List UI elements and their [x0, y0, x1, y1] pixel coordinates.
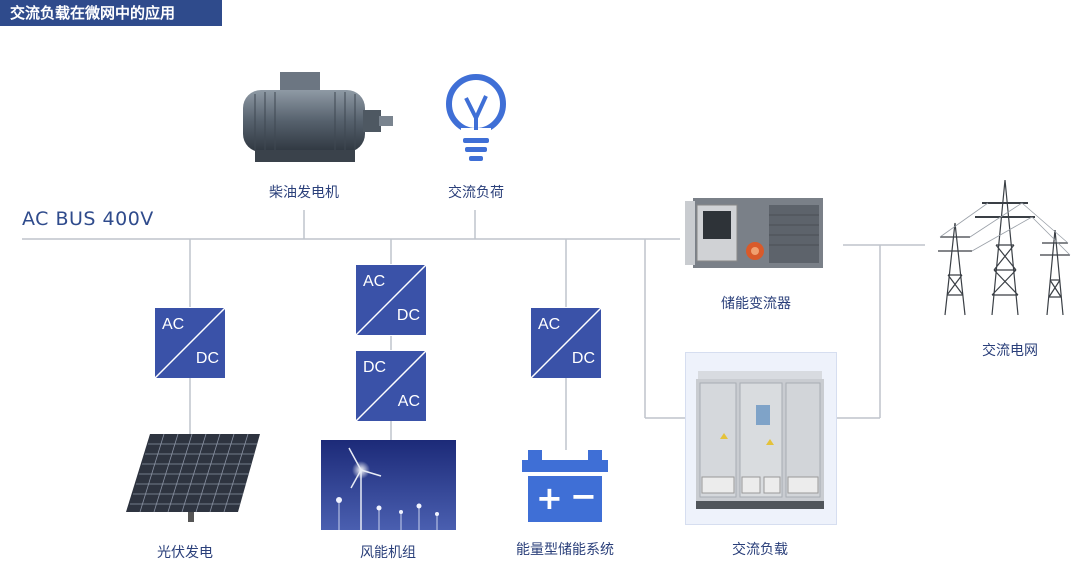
storage-converter-icon — [685, 198, 823, 268]
converter-output-label: DC — [571, 350, 595, 367]
wind-label: 风能机组 — [360, 545, 416, 561]
battery-label: 能量型储能系统 — [516, 542, 614, 558]
page-title: 交流负载在微网中的应用 — [0, 0, 222, 26]
grid-label: 交流电网 — [982, 343, 1038, 359]
ac-load-cabinet-frame — [685, 352, 837, 525]
plus-sign: + — [536, 479, 563, 517]
minus-sign: − — [570, 477, 597, 515]
converter-output-label: AC — [397, 393, 420, 410]
wind-converter-ac-dc: AC DC — [356, 265, 426, 335]
converter-output-label: DC — [195, 350, 219, 367]
ac-bus-label: AC BUS 400V — [22, 208, 154, 230]
battery-icon: + − — [522, 450, 608, 522]
power-grid-icon — [938, 179, 1071, 316]
ac-load-top-label: 交流负荷 — [448, 185, 504, 201]
ac-load-cabinet-label: 交流负载 — [732, 542, 788, 558]
converter-input-label: DC — [363, 359, 387, 376]
wind-converter-dc-ac: DC AC — [356, 351, 426, 421]
converter-input-label: AC — [538, 316, 561, 333]
converter-input-label: AC — [162, 316, 185, 333]
wind-farm-icon — [321, 440, 456, 530]
light-bulb-icon — [446, 74, 506, 161]
ac-load-cabinet-icon — [696, 371, 824, 509]
storage-converter-label: 储能变流器 — [721, 296, 791, 312]
converter-output-label: DC — [396, 307, 420, 324]
battery-converter: AC DC — [531, 308, 601, 378]
solar-panel-icon — [126, 433, 260, 522]
diesel-generator-icon — [243, 72, 393, 162]
solar-label: 光伏发电 — [157, 545, 213, 561]
converter-input-label: AC — [363, 273, 386, 290]
solar-converter: AC DC — [155, 308, 225, 378]
diesel-generator-label: 柴油发电机 — [269, 185, 339, 201]
